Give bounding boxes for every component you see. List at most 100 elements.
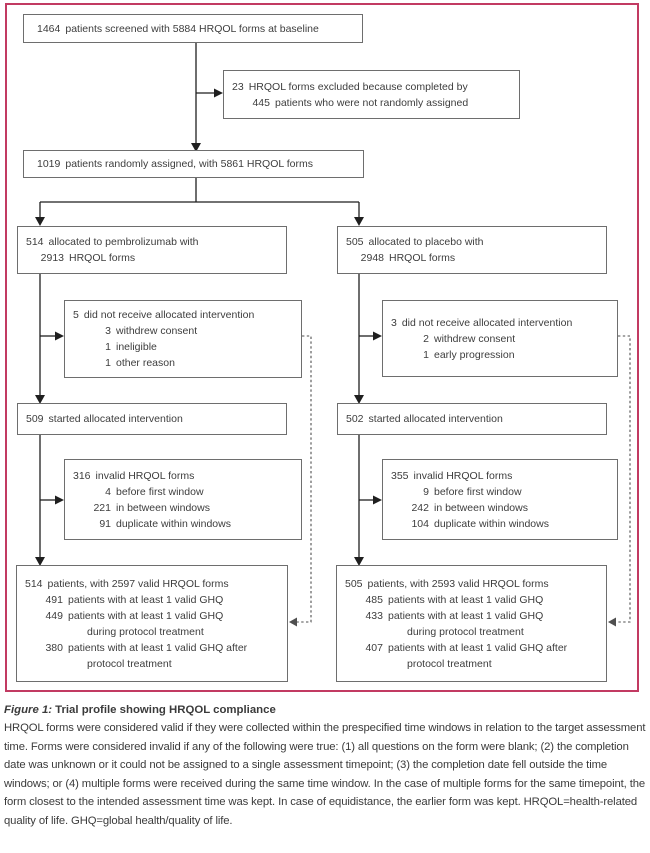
line-text: started allocated intervention [48,413,183,425]
line-number: 505 [346,236,364,248]
line-text: in between windows [116,501,210,514]
line-number: 104 [411,517,429,530]
box-placebo-valid-forms: 505 patients, with 2593 valid HRQOL forms… [336,565,607,682]
line-text: duplicate within windows [434,517,549,530]
line-text: did not receive allocated intervention [401,316,573,329]
line-text: withdrew consent [116,325,198,337]
flow-line: 5 did not receive allocated intervention [73,307,296,323]
line-text: did not receive allocated intervention [83,309,255,321]
line-text: before first window [434,485,522,498]
flow-line: 3 withdrew consent [73,323,296,339]
flow-line: 1 other reason [73,355,296,371]
line-number: 1 [105,341,111,353]
line-number: 502 [346,413,364,425]
line-text: invalid HRQOL forms [95,469,195,482]
line-text: before first window [116,485,204,498]
figure-title: Trial profile showing HRQOL compliance [55,704,276,716]
flow-line: 1464 patients screened with 5884 HRQOL fo… [37,21,357,37]
flow-line: 449 patients with at least 1 valid GHQ [25,608,282,624]
solid-arrowheads [35,88,382,566]
flow-line: 380 patients with at least 1 valid GHQ af… [25,640,282,656]
flow-line: protocol treatment [25,656,282,672]
line-number: 433 [365,609,383,622]
line-number: 3 [105,325,111,337]
line-text: during protocol treatment [87,625,204,638]
line-number: 407 [365,641,383,654]
figure-caption: Figure 1:Trial profile showing HRQOL com… [4,704,648,831]
flow-connectors [35,43,631,627]
line-number: 242 [411,501,429,514]
line-number: 1464 [37,22,61,35]
line-text: patients who were not randomly assigned [275,96,469,109]
caption-body: HRQOL forms were considered valid if the… [4,722,646,827]
line-text: patients, with 2597 valid HRQOL forms [47,577,229,590]
line-number: 2 [423,332,429,345]
flow-line: 407 patients with at least 1 valid GHQ af… [345,640,601,656]
line-number: 445 [252,96,270,109]
line-number: 449 [45,609,63,622]
line-text: patients with at least 1 valid GHQ after [388,641,568,654]
line-number: 23 [232,80,244,93]
flow-line: 445 patients who were not randomly assign… [232,95,514,111]
box-screened: 1464 patients screened with 5884 HRQOL fo… [23,14,363,43]
flow-line: 1 ineligible [73,339,296,355]
line-text: allocated to pembrolizumab with [48,236,199,248]
line-number: 9 [423,485,429,498]
flow-line: 505 patients, with 2593 valid HRQOL forms [345,576,601,592]
line-number: 91 [99,517,111,530]
line-text: during protocol treatment [407,625,524,638]
line-text: ineligible [116,341,157,353]
line-text: patients with at least 1 valid GHQ after [68,641,248,654]
line-number: 514 [26,236,44,248]
line-number: 4 [105,485,111,498]
line-text: patients, with 2593 valid HRQOL forms [367,577,549,590]
line-text: patients with at least 1 valid GHQ [68,609,224,622]
line-text: patients with at least 1 valid GHQ [388,609,544,622]
line-text: other reason [116,357,175,369]
line-number: 2913 [40,252,64,264]
line-number: 1 [105,357,111,369]
line-number: 5 [73,309,79,321]
flow-line: 514 patients, with 2597 valid HRQOL forms [25,576,282,592]
flow-line: 23 HRQOL forms excluded because completed… [232,79,514,95]
line-text: patients with at least 1 valid GHQ [68,593,224,606]
flow-line: 104 duplicate within windows [391,516,612,532]
line-text: HRQOL forms excluded because completed b… [248,80,468,93]
line-number: 514 [25,577,43,590]
flow-line: during protocol treatment [345,624,601,640]
line-text: patients with at least 1 valid GHQ [388,593,544,606]
flow-line: 242 in between windows [391,500,612,516]
line-text: HRQOL forms [389,252,456,264]
line-text: patients screened with 5884 HRQOL forms … [65,22,319,35]
line-text: in between windows [434,501,528,514]
box-excluded-forms: 23 HRQOL forms excluded because completed… [223,70,520,119]
dashed-feedback-lines [297,335,631,623]
line-text: protocol treatment [87,657,172,670]
line-number: 1019 [37,158,61,170]
line-number: 221 [93,501,111,514]
line-number: 505 [345,577,363,590]
box-pembrolizumab-valid-forms: 514 patients, with 2597 valid HRQOL forms… [16,565,288,682]
flow-line: 9 before first window [391,484,612,500]
line-number: 380 [45,641,63,654]
flow-line: 4 before first window [73,484,296,500]
line-number: 2948 [360,252,384,264]
